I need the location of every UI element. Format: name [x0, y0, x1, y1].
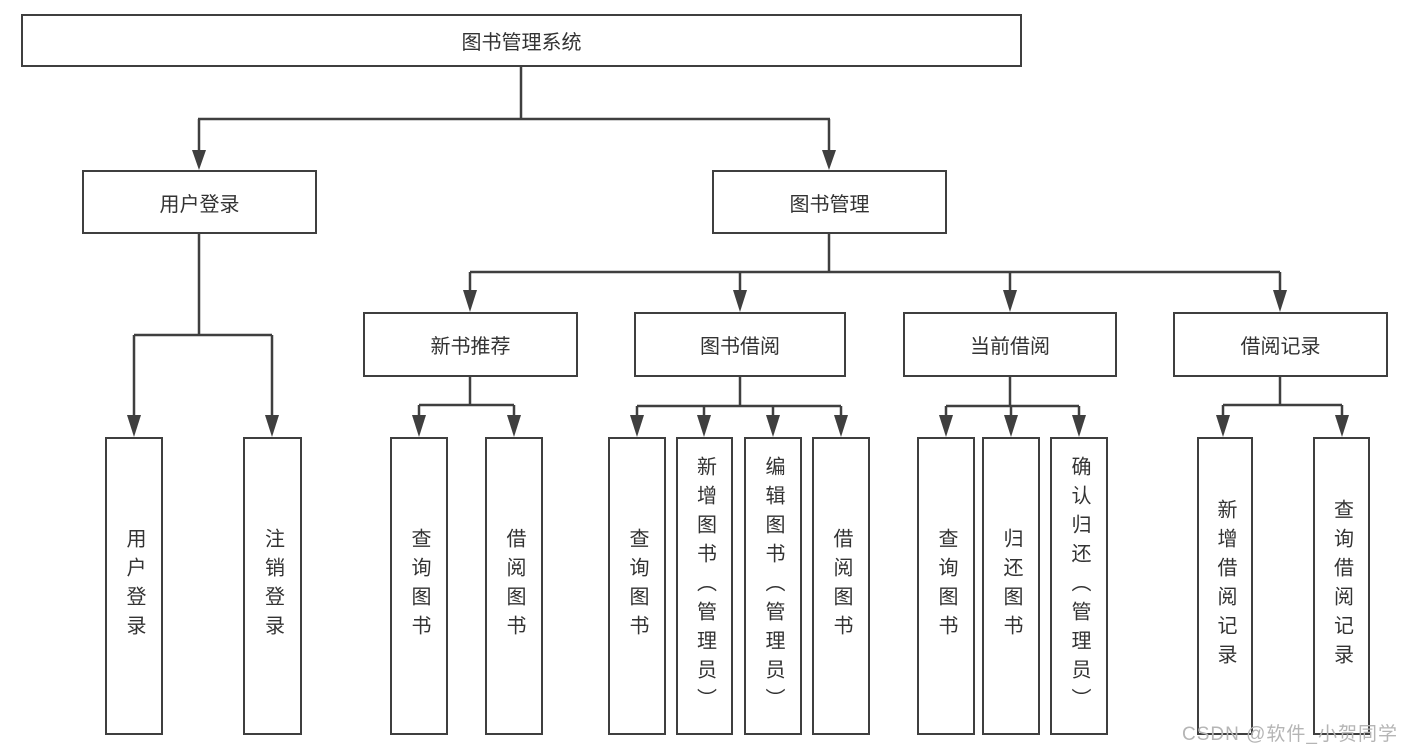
leaf-add-borrow-record: 新增借阅记录 — [1197, 437, 1253, 735]
node-borrow-records: 借阅记录 — [1173, 312, 1388, 377]
node-book-management: 图书管理 — [712, 170, 947, 234]
node-new-book-recommend: 新书推荐 — [363, 312, 578, 377]
node-library-management-system: 图书管理系统 — [21, 14, 1022, 67]
node-book-borrow: 图书借阅 — [634, 312, 846, 377]
leaf-borrow-book: 借阅图书 — [812, 437, 870, 735]
leaf-query-book-recommend: 查询图书 — [390, 437, 448, 735]
leaf-return-book: 归还图书 — [982, 437, 1040, 735]
leaf-add-book-admin: 新增图书（管理员） — [676, 437, 733, 735]
leaf-logout: 注销登录 — [243, 437, 302, 735]
leaf-user-login: 用户登录 — [105, 437, 163, 735]
node-current-borrow: 当前借阅 — [903, 312, 1117, 377]
leaf-borrow-book-recommend: 借阅图书 — [485, 437, 543, 735]
leaf-query-book-borrow: 查询图书 — [608, 437, 666, 735]
leaf-confirm-return-admin: 确认归还（管理员） — [1050, 437, 1108, 735]
leaf-query-borrow-record: 查询借阅记录 — [1313, 437, 1370, 735]
leaf-edit-book-admin: 编辑图书（管理员） — [744, 437, 802, 735]
leaf-query-book-current: 查询图书 — [917, 437, 975, 735]
watermark: CSDN @软件_小贺同学 — [1182, 724, 1398, 745]
node-user-login: 用户登录 — [82, 170, 317, 234]
